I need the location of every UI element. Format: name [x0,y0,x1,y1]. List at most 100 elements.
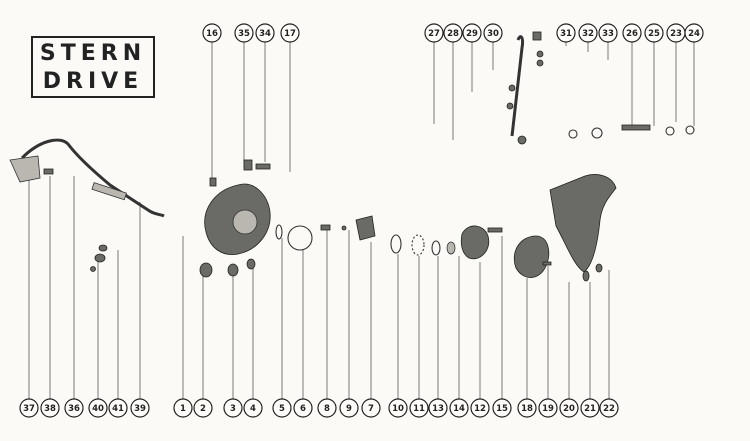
clamp-part-40 [98,244,108,252]
callout-circle [202,23,222,43]
callout-11: 11 [409,398,429,418]
callout-35: 35 [234,23,254,43]
screw-8 [320,224,331,231]
clamp-part-41 [94,253,106,263]
nut-25 [591,127,603,139]
fitting-2 [199,262,213,278]
housing-boss [232,209,258,235]
callout-number: 22 [603,404,615,414]
washer-24 [665,126,675,136]
callout-circle [130,398,150,418]
callout-number: 41 [112,404,124,414]
callout-circle [559,398,579,418]
bolt-35 [243,159,253,171]
callout-number: 21 [584,404,596,414]
callout-circle [388,398,408,418]
screw-part [90,266,96,272]
callout-number: 32 [582,29,594,39]
callout-circle [580,398,600,418]
callout-circle [317,398,337,418]
nut-24 [685,125,695,135]
callout-number: 24 [688,29,700,39]
callout-circle [409,398,429,418]
ring-11 [411,234,425,256]
callout-number: 37 [23,404,35,414]
callout-number: 8 [324,404,330,414]
callout-number: 7 [368,404,374,414]
callout-number: 12 [474,404,486,414]
callout-34: 34 [255,23,275,43]
callout-number: 13 [432,404,444,414]
washer-9 [341,225,347,231]
callout-15: 15 [492,398,512,418]
callout-12: 12 [470,398,490,418]
washer-33 [536,59,544,67]
plate-12 [460,225,490,260]
callout-number: 38 [44,404,56,414]
callout-circle [492,398,512,418]
callout-number: 29 [466,29,478,39]
callout-1: 1 [173,398,193,418]
callout-22: 22 [599,398,619,418]
callout-circle [40,398,60,418]
callout-28: 28 [443,23,463,43]
stern-drive-title: STERN DRIVE [31,36,155,98]
callout-26: 26 [622,23,642,43]
callout-number: 39 [134,404,146,414]
callout-number: 10 [392,404,404,414]
ring-10 [390,234,402,254]
callout-8: 8 [317,398,337,418]
callout-number: 4 [250,404,256,414]
callout-number: 2 [200,404,206,414]
callout-number: 5 [279,404,285,414]
tube-27 [510,35,524,137]
callout-number: 36 [68,404,80,414]
callout-29: 29 [462,23,482,43]
callout-38: 38 [40,398,60,418]
callout-40: 40 [88,398,108,418]
callout-number: 1 [180,404,186,414]
callout-2: 2 [193,398,213,418]
callout-4: 4 [243,398,263,418]
callout-24: 24 [684,23,704,43]
callout-circle [538,398,558,418]
callout-circle [684,23,704,43]
callout-number: 31 [560,29,572,39]
callout-18: 18 [517,398,537,418]
callout-19: 19 [538,398,558,418]
callout-number: 30 [487,29,499,39]
callout-circle [293,398,313,418]
callout-circle [598,23,618,43]
callout-number: 28 [447,29,459,39]
callout-circle [517,398,537,418]
callout-25: 25 [644,23,664,43]
parts-artwork [9,31,695,282]
washer-22 [595,263,603,273]
callout-32: 32 [578,23,598,43]
callout-circle [644,23,664,43]
callout-27: 27 [424,23,444,43]
callout-circle [339,398,359,418]
plug-16 [209,177,217,187]
callout-7: 7 [361,398,381,418]
callout-circle [556,23,576,43]
callout-number: 14 [453,404,465,414]
title-line-1: STERN [39,41,147,66]
title-line-2: DRIVE [42,69,144,94]
callout-23: 23 [666,23,686,43]
callout-14: 14 [449,398,469,418]
pin-19 [542,261,552,266]
callout-41: 41 [108,398,128,418]
callout-number: 35 [238,29,250,39]
callout-17: 17 [280,23,300,43]
callout-number: 18 [521,404,533,414]
callout-number: 6 [300,404,306,414]
impeller-7 [355,215,376,241]
callout-20: 20 [559,398,579,418]
ring-13 [431,240,441,256]
callout-circle [599,398,619,418]
fitting-part [43,168,54,175]
fitting-29 [508,84,516,92]
callout-circle [483,23,503,43]
